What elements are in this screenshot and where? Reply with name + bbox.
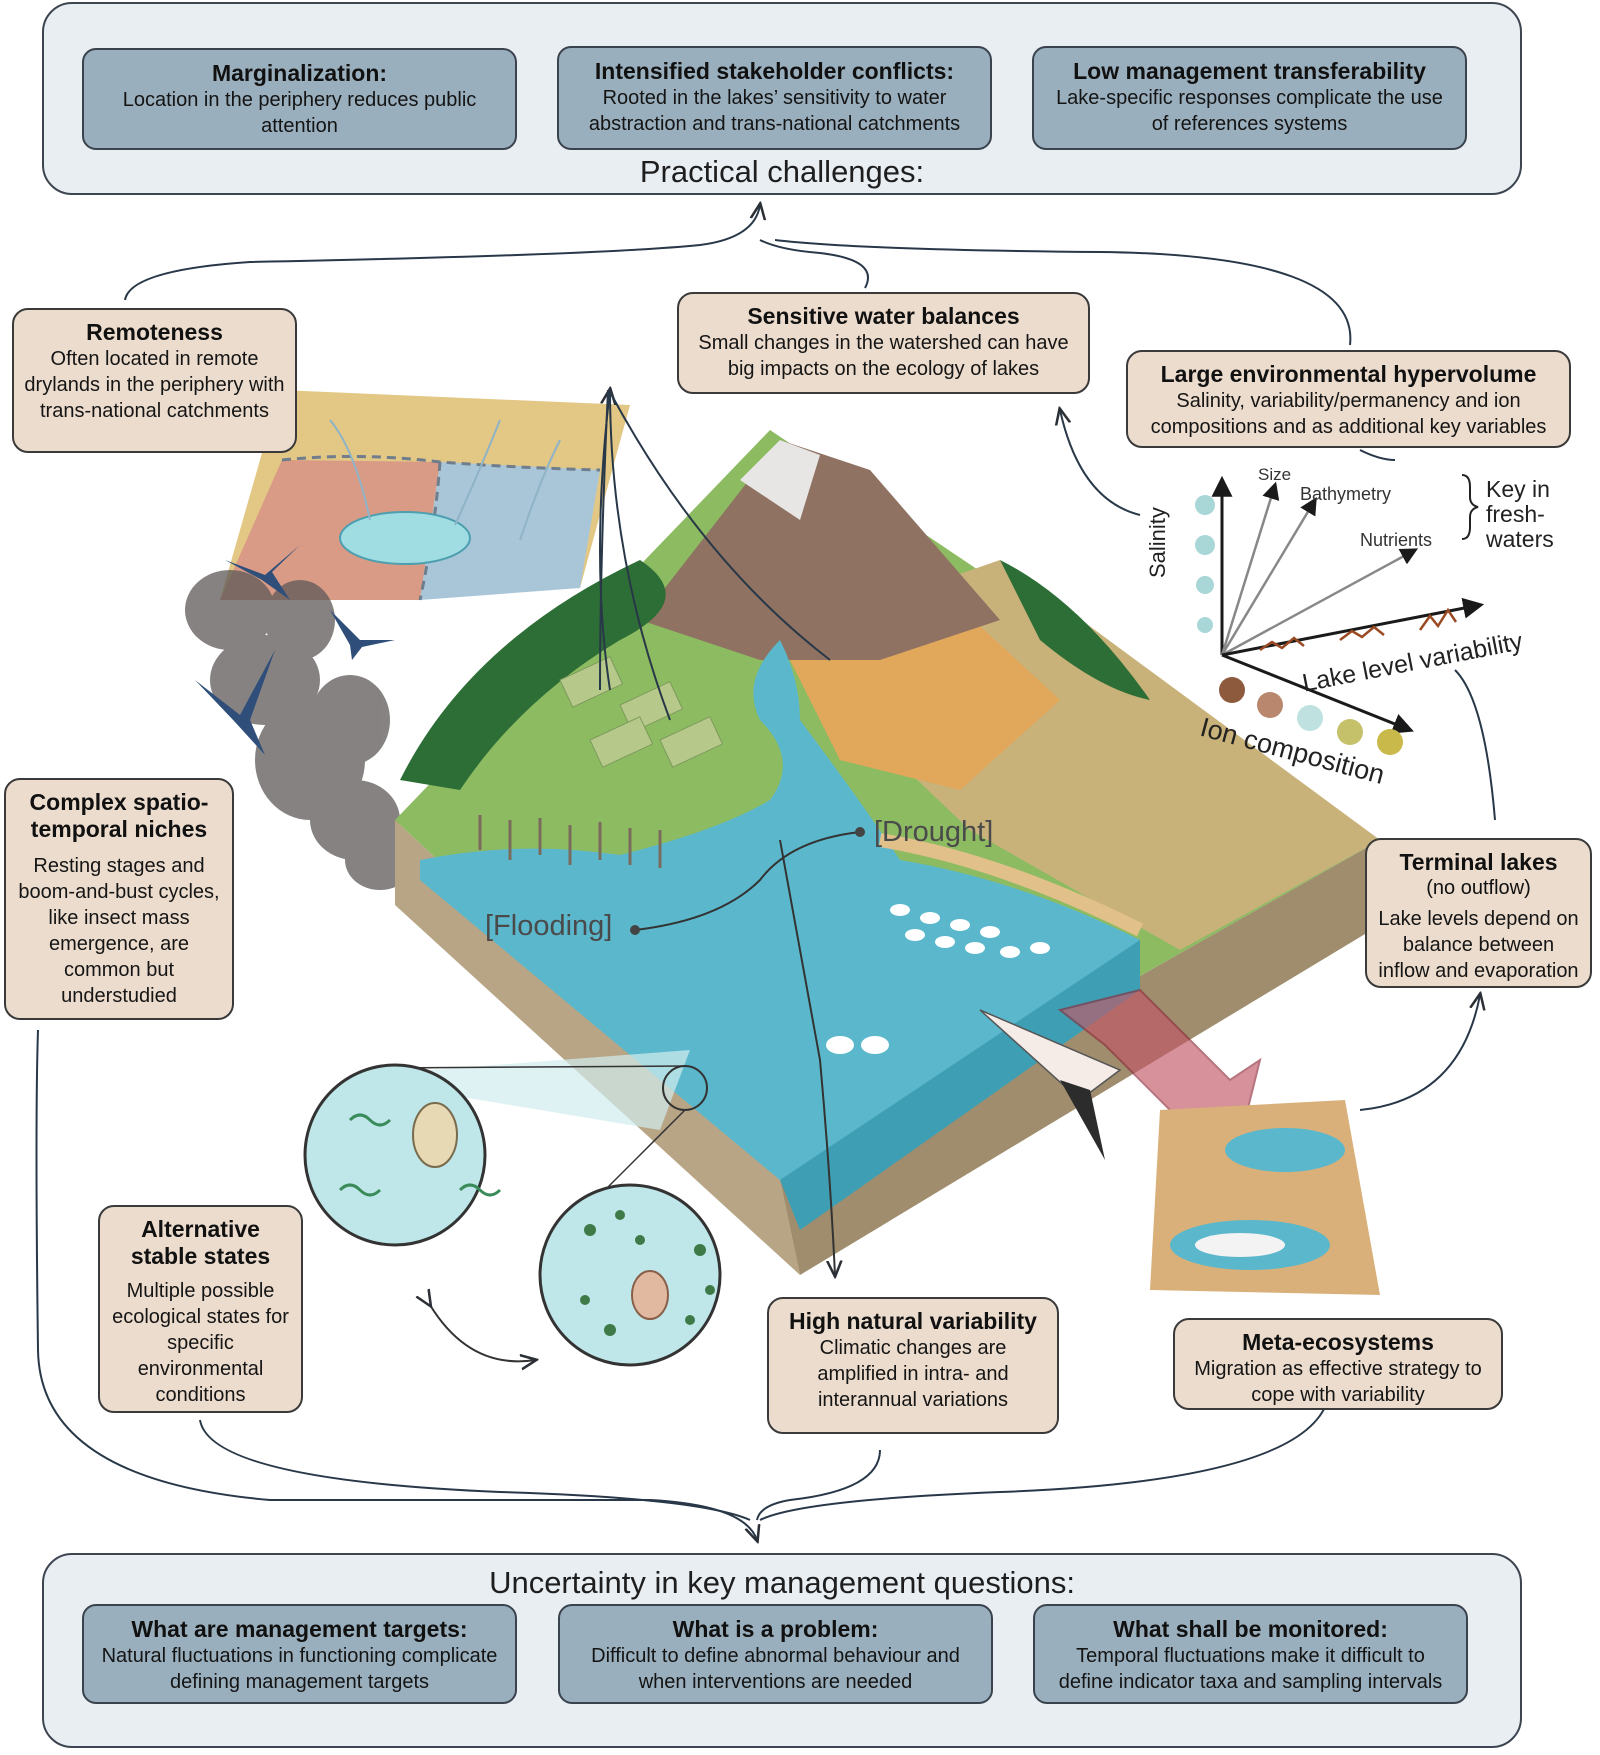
axis-label-salinity: Salinity — [1145, 507, 1170, 578]
challenge-text: Lake-specific responses complicate the u… — [1056, 87, 1443, 135]
terminal-lakes-box: Terminal lakes (no outflow) Lake levels … — [1365, 838, 1592, 988]
plankton-insets — [303, 1050, 722, 1365]
flooding-label: [Flooding] — [485, 910, 613, 942]
question-title: What are management targets: — [131, 1616, 468, 1642]
box-title: Large environmental hypervolume — [1160, 361, 1537, 387]
box-text: Salinity, variability/permanency and ion… — [1150, 390, 1547, 438]
migration-scene — [979, 988, 1380, 1295]
question-text: Difficult to define abnormal behaviour a… — [591, 1645, 960, 1693]
challenge-title: Marginalization: — [211, 60, 388, 86]
dust-plume — [185, 570, 415, 890]
axis-label-nutrients: Nutrients — [1360, 530, 1433, 550]
box-text: Resting stages and boom-and-bust cycles,… — [18, 855, 220, 1007]
sensitive-water-box: Sensitive water balances Small changes i… — [677, 292, 1090, 394]
box-title: High natural variability — [789, 1308, 1037, 1334]
box-title: Complex spatio-temporal niches — [29, 789, 209, 842]
landscape-block — [395, 430, 1380, 1275]
challenge-title: Intensified stakeholder conflicts: — [594, 58, 955, 84]
box-title: Sensitive water balances — [747, 303, 1020, 329]
question-text: Natural fluctuations in functioning comp… — [101, 1645, 498, 1693]
challenge-title: Low management transferability — [1073, 58, 1426, 84]
axis-label-size: Size — [1258, 465, 1292, 484]
connector-lines — [35, 205, 1496, 1540]
box-text: Migration as effective strategy to cope … — [1194, 1358, 1482, 1406]
remoteness-box: Remoteness Often located in remote dryla… — [12, 308, 297, 453]
catchment-map — [220, 390, 630, 601]
box-subtitle: (no outflow) — [1426, 877, 1531, 899]
box-text: Often located in remote drylands in the … — [24, 348, 285, 422]
practical-challenges-title: Practical challenges: — [639, 154, 925, 189]
question-box-monitoring: What shall be monitored: Temporal fluctu… — [1033, 1604, 1468, 1704]
challenge-box-marginalization: Marginalization: Location in the periphe… — [82, 48, 517, 150]
question-box-targets: What are management targets: Natural flu… — [82, 1604, 517, 1704]
hypervolume-diagram — [1195, 474, 1485, 755]
uncertainty-title: Uncertainty in key management questions: — [489, 1565, 1075, 1600]
question-text: Temporal fluctuations make it difficult … — [1058, 1645, 1443, 1693]
challenge-box-transferability: Low management transferability Lake-spec… — [1032, 46, 1467, 150]
box-title: Terminal lakes — [1399, 849, 1558, 875]
challenge-box-conflicts: Intensified stakeholder conflicts: Roote… — [557, 46, 992, 150]
box-text: Lake levels depend on balance between in… — [1378, 908, 1579, 982]
meta-ecosystems-box: Meta-ecosystems Migration as effective s… — [1173, 1318, 1503, 1410]
challenge-text: Rooted in the lakes’ sensitivity to wate… — [588, 87, 961, 135]
drought-flooding-marker — [630, 827, 865, 1275]
hypervolume-box: Large environmental hypervolume Salinity… — [1126, 350, 1571, 448]
axis-label-bathymetry: Bathymetry — [1300, 484, 1392, 504]
challenge-text: Location in the periphery reduces public… — [122, 89, 477, 137]
key-in-freshwaters-label: Key in fresh-waters — [1486, 476, 1554, 552]
drought-label: [Drought] — [874, 816, 994, 848]
box-text: Climatic changes are amplified in intra-… — [817, 1337, 1009, 1411]
box-title: Meta-ecosystems — [1242, 1329, 1434, 1355]
question-box-problem: What is a problem: Difficult to define a… — [558, 1604, 993, 1704]
box-text: Multiple possible ecological states for … — [112, 1280, 289, 1406]
question-title: What shall be monitored: — [1113, 1616, 1388, 1642]
box-title: Alternative stable states — [130, 1216, 271, 1269]
box-text: Small changes in the watershed can have … — [698, 332, 1069, 380]
complex-niches-box: Complex spatio-temporal niches Resting s… — [4, 778, 234, 1020]
high-variability-box: High natural variability Climatic change… — [767, 1297, 1059, 1434]
question-title: What is a problem: — [672, 1616, 879, 1642]
box-title: Remoteness — [86, 319, 223, 345]
alt-stable-states-box: Alternative stable states Multiple possi… — [98, 1205, 303, 1413]
